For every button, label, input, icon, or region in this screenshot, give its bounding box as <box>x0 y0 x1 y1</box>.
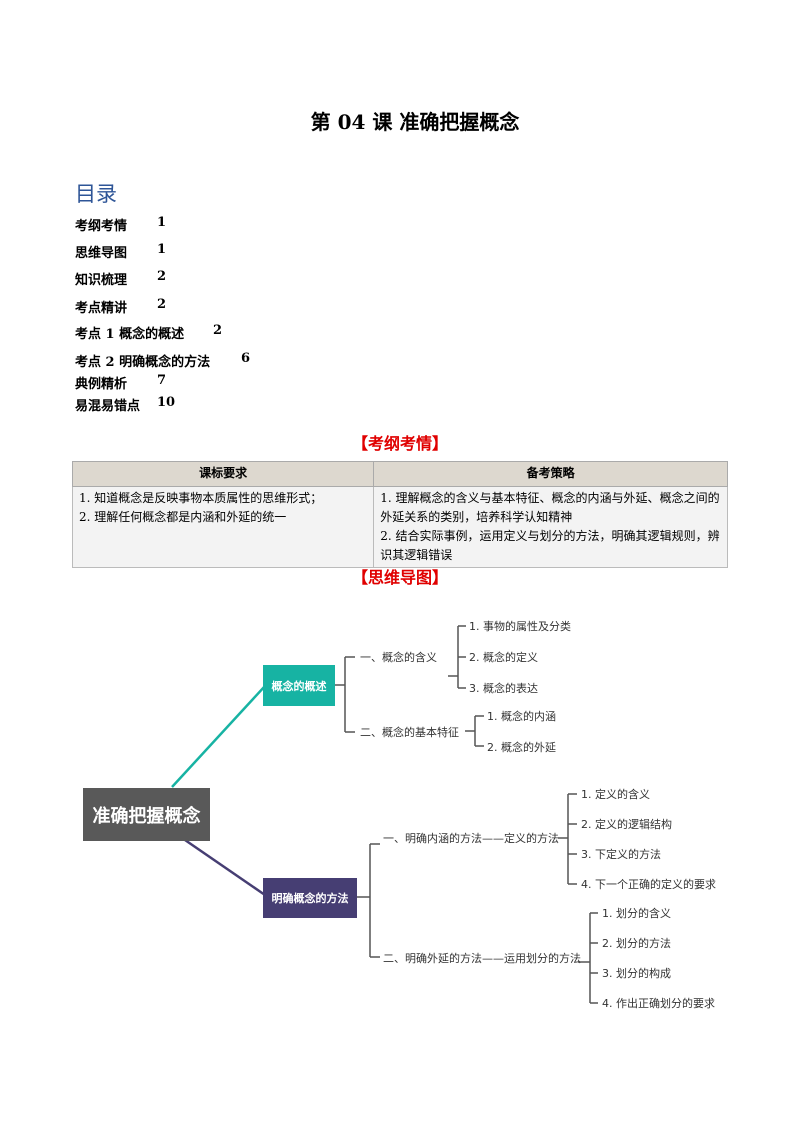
cell-line: 2. 理解任何概念都是内涵和外延的统一 <box>79 510 287 524</box>
toc-label: 考纲考情 <box>75 219 128 234</box>
mindmap-node: 一、明确内涵的方法——定义的方法 <box>383 832 559 845</box>
toc-item[interactable]: 典例精析 7 <box>75 373 166 392</box>
toc-heading: 目录 <box>75 182 117 206</box>
toc-item[interactable]: 考点精讲 2 <box>75 297 166 316</box>
mindmap-leaf: 4. 下一个正确的定义的要求 <box>581 878 716 891</box>
section-heading-mindmap: 【思维导图】 <box>351 568 448 587</box>
toc-label: 考点 1 概念的概述 <box>75 327 185 342</box>
mindmap-leaf: 3. 概念的表达 <box>469 682 538 695</box>
exam-table: 课标要求备考策略 1. 知道概念是反映事物本质属性的思维形式；2. 理解任何概念… <box>71 461 728 568</box>
mindmap-leaf: 4. 作出正确划分的要求 <box>602 997 715 1010</box>
mindmap-leaf: 2. 划分的方法 <box>602 937 671 950</box>
cell-line: 2. 结合实际事例，运用定义与划分的方法，明确其逻辑规则，辨识其逻辑错误 <box>380 529 720 562</box>
toc-label: 考点精讲 <box>75 301 128 316</box>
toc-page: 6 <box>241 351 251 366</box>
mindmap-leaf: 2. 概念的定义 <box>469 651 538 664</box>
toc-page: 1 <box>157 242 167 257</box>
toc-item[interactable]: 考点 2 明确概念的方法 6 <box>75 351 250 370</box>
mindmap-node: 一、概念的含义 <box>360 651 437 664</box>
toc-label: 典例精析 <box>75 377 128 392</box>
mindmap-leaf: 1. 概念的内涵 <box>487 710 556 723</box>
toc-label: 考点 2 明确概念的方法 <box>75 355 211 370</box>
toc-page: 7 <box>157 373 167 388</box>
mindmap-leaf: 1. 划分的含义 <box>602 907 671 920</box>
mindmap-leaf: 2. 概念的外延 <box>487 741 556 754</box>
toc-label: 思维导图 <box>75 246 128 261</box>
toc-item[interactable]: 易混易错点 10 <box>75 395 175 414</box>
table-cell: 1. 知道概念是反映事物本质属性的思维形式； 2. 理解任何概念都是内涵和外延的统… <box>71 486 375 568</box>
mindmap-root: 准确把握概念 <box>83 788 210 841</box>
toc-page: 10 <box>157 395 176 410</box>
toc-page: 1 <box>157 215 167 230</box>
cell-line: 1. 知道概念是反映事物本质属性的思维形式； <box>79 491 323 505</box>
mindmap-leaf: 3. 划分的构成 <box>602 967 671 980</box>
toc-item[interactable]: 思维导图 1 <box>75 242 166 261</box>
table-cell: 1. 理解概念的含义与基本特征、概念的内涵与外延、概念之间的外延关系的类别，培养… <box>373 486 728 568</box>
toc-item[interactable]: 考纲考情 1 <box>75 215 166 234</box>
mindmap-leaf: 3. 下定义的方法 <box>581 848 661 861</box>
mindmap-node: 二、明确外延的方法——运用划分的方法 <box>383 952 581 965</box>
mindmap-leaf: 1. 事物的属性及分类 <box>469 620 571 633</box>
toc-item[interactable]: 知识梳理 2 <box>75 269 166 288</box>
page-title: 第 04 课 准确把握概念 <box>310 110 520 134</box>
mindmap-branch-methods: 明确概念的方法 <box>263 878 357 918</box>
mindmap-leaf: 2. 定义的逻辑结构 <box>581 818 672 831</box>
cell-line: 1. 理解概念的含义与基本特征、概念的内涵与外延、概念之间的外延关系的类别，培养… <box>380 491 720 524</box>
mindmap-node: 二、概念的基本特征 <box>360 726 459 739</box>
toc-item[interactable]: 考点 1 概念的概述 2 <box>75 323 222 342</box>
toc-page: 2 <box>157 297 167 312</box>
toc-label: 易混易错点 <box>75 399 141 414</box>
toc-label: 知识梳理 <box>75 273 128 288</box>
mindmap-leaf: 1. 定义的含义 <box>581 788 650 801</box>
toc-page: 2 <box>213 323 223 338</box>
section-heading-exam: 【考纲考情】 <box>351 434 448 453</box>
mindmap-branch-overview: 概念的概述 <box>263 665 335 706</box>
toc-page: 2 <box>157 269 167 284</box>
